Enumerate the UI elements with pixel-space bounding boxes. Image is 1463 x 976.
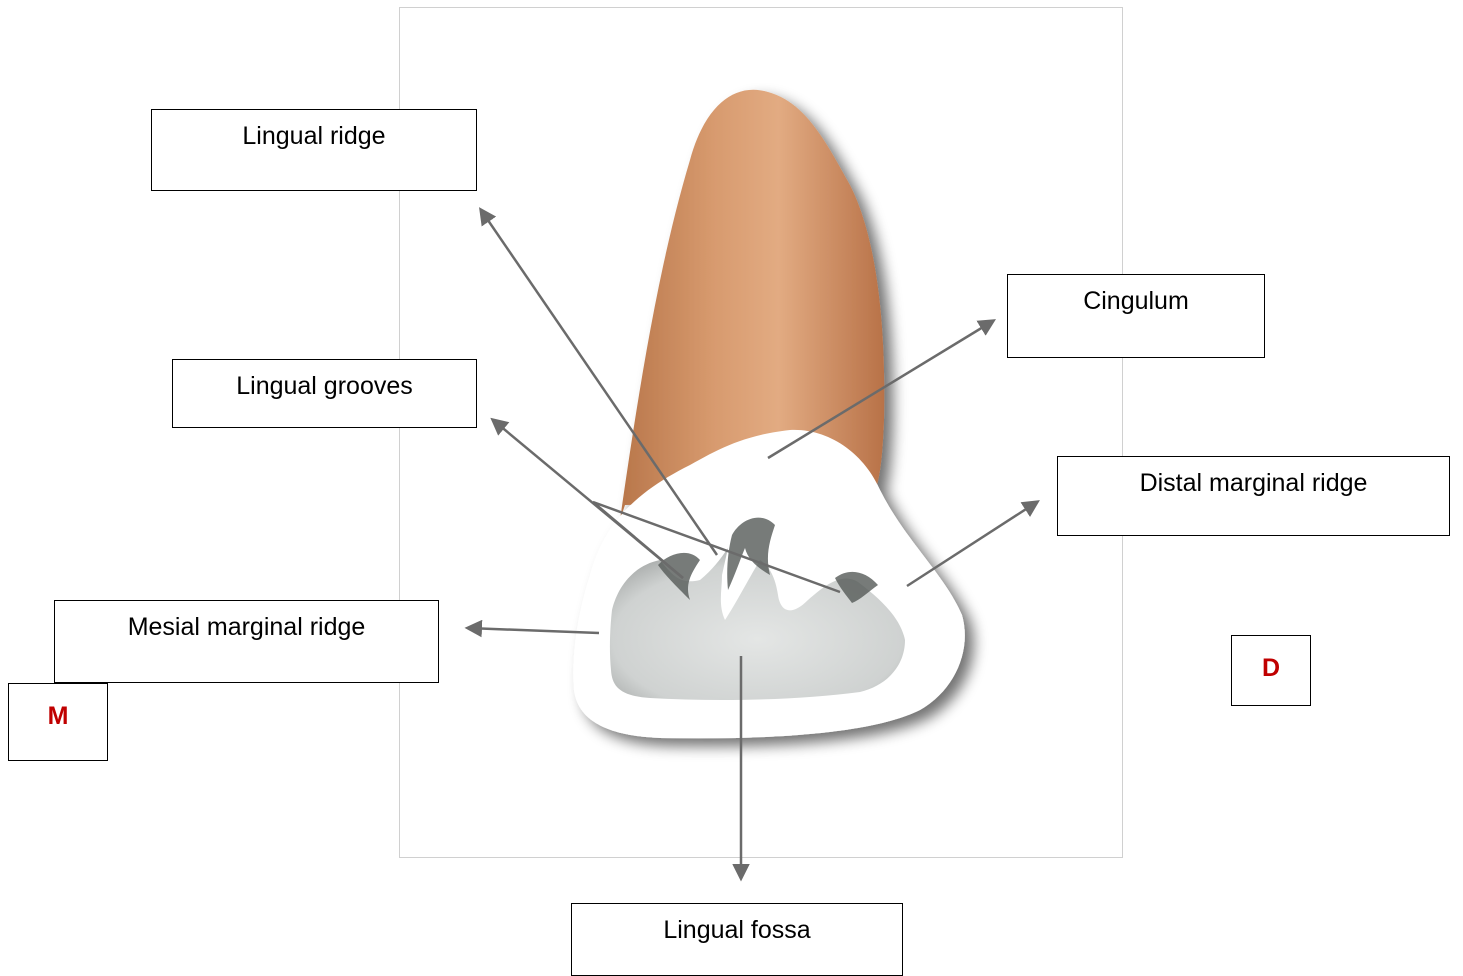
label-lingual-ridge: Lingual ridge: [151, 109, 477, 191]
label-cingulum: Cingulum: [1007, 274, 1265, 358]
label-lingual-grooves: Lingual grooves: [172, 359, 477, 428]
label-lingual-fossa: Lingual fossa: [571, 903, 903, 976]
orientation-mesial: M: [8, 683, 108, 761]
label-mesial-marginal-ridge: Mesial marginal ridge: [54, 600, 439, 683]
orientation-distal: D: [1231, 635, 1311, 706]
label-distal-marginal-ridge: Distal marginal ridge: [1057, 456, 1450, 536]
